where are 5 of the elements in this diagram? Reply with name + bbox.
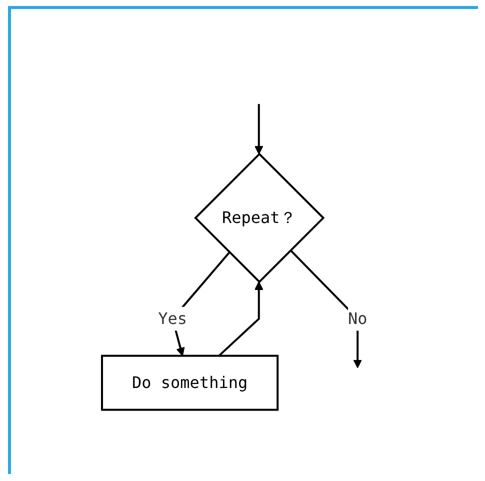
arrow bbox=[289, 249, 362, 368]
decision-diamond: Repeat？ bbox=[194, 152, 324, 283]
arrow bbox=[254, 104, 263, 154]
arrow bbox=[218, 281, 263, 356]
process-box: Do something bbox=[100, 354, 278, 410]
